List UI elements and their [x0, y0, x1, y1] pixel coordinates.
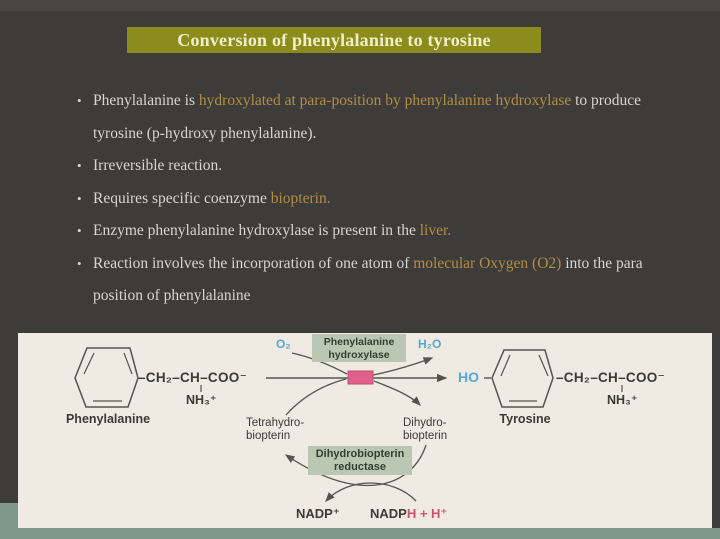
double-bond-line: [500, 354, 511, 377]
tetrahydrobiopterin-curve: [285, 378, 347, 416]
reductase-box-line1: Dihydrobiopterin: [315, 448, 405, 460]
tyrosine-formula: –CH₂–CH–COO⁻: [556, 370, 665, 385]
page-title: Conversion of phenylalanine to tyrosine: [127, 27, 541, 53]
bullet-item: Reaction involves the incorporation of o…: [75, 248, 687, 313]
benzene-ring-right: [491, 349, 554, 408]
figure-border-strip: [0, 528, 720, 539]
enzyme-box-line1: Phenylalanine: [323, 336, 395, 348]
phenylalanine-amine: NH₃⁺: [186, 393, 217, 407]
phenylalanine-formula: –CH₂–CH–COO⁻: [138, 370, 247, 385]
hydroxyl-label: HO: [458, 369, 479, 385]
bullet-text: to produce tyrosine (p-hydroxy phenylala…: [93, 92, 641, 142]
enzyme-box: Phenylalanine hydroxylase: [312, 334, 406, 362]
tyrosine-label: Tyrosine: [499, 412, 551, 426]
bullet-text: Reaction involves the incorporation of o…: [93, 254, 414, 272]
reaction-figure: –CH₂–CH–COO⁻ NH₃⁺ Phenylalanine O₂ H₂O P…: [18, 333, 712, 528]
bullet-item: Phenylalanine is hydroxylated at para-po…: [75, 85, 687, 150]
o2-label: O₂: [276, 337, 291, 351]
bullet-text: Enzyme phenylalanine hydroxylase is pres…: [93, 222, 420, 239]
tetrahydro-line1: Tetrahydro-: [246, 417, 305, 429]
phenylalanine-label: Phenylalanine: [65, 412, 151, 426]
enzyme-site-marker: [347, 370, 374, 385]
bullet-text: Requires specific coenzyme: [93, 189, 271, 207]
slide-top-margin: [0, 0, 720, 11]
h2o-label: H₂O: [418, 337, 442, 351]
bullet-list: Phenylalanine is hydroxylated at para-po…: [75, 85, 687, 313]
reaction-diagram-svg: [74, 347, 623, 502]
dihydrobiopterin-label: Dihydro- biopterin: [403, 417, 447, 442]
highlight-text: hydroxylated at para-position by phenyla…: [198, 92, 572, 109]
enzyme-box-line2: hydroxylase: [328, 349, 390, 361]
tetrahydro-line2: biopterin: [246, 429, 291, 442]
dihydro-line2: biopterin: [403, 429, 448, 442]
highlight-text: molecular Oxygen (O2): [413, 254, 562, 272]
nadph-label: NADPH + H⁺: [370, 506, 447, 522]
double-bond-line: [538, 354, 549, 377]
bullet-item: Requires specific coenzyme biopterin.: [75, 183, 687, 216]
bullet-text: Phenylalanine is: [93, 92, 199, 109]
benzene-ring-left: [74, 347, 139, 408]
reductase-box-line2: reductase: [334, 461, 386, 473]
bullet-item: Enzyme phenylalanine hydroxylase is pres…: [75, 215, 687, 248]
double-bond-line: [83, 352, 95, 375]
bullet-item: Irreversible reaction.: [75, 150, 687, 183]
double-bond-line: [123, 352, 133, 375]
tyrosine-amine: NH₃⁺: [607, 393, 638, 407]
bullet-text: Irreversible reaction.: [93, 157, 223, 174]
nadp-label: NADP⁺: [296, 506, 340, 521]
reductase-box: Dihydrobiopterin reductase: [308, 446, 412, 475]
dihydro-line1: Dihydro-: [403, 417, 447, 429]
h2o-arrow: [372, 357, 434, 376]
bullet-text: into the para position of phenylalanine: [93, 254, 643, 305]
nadph-red-part: H + H⁺: [406, 506, 448, 521]
highlight-text: biopterin.: [270, 189, 331, 207]
highlight-text: liver.: [419, 222, 452, 239]
nadph-dark-part: NADP: [370, 506, 407, 521]
dihydrobiopterin-arrow: [373, 380, 421, 406]
tetrahydrobiopterin-label: Tetrahydro- biopterin: [246, 417, 304, 442]
nadph-cycle-arrow: [325, 482, 417, 502]
